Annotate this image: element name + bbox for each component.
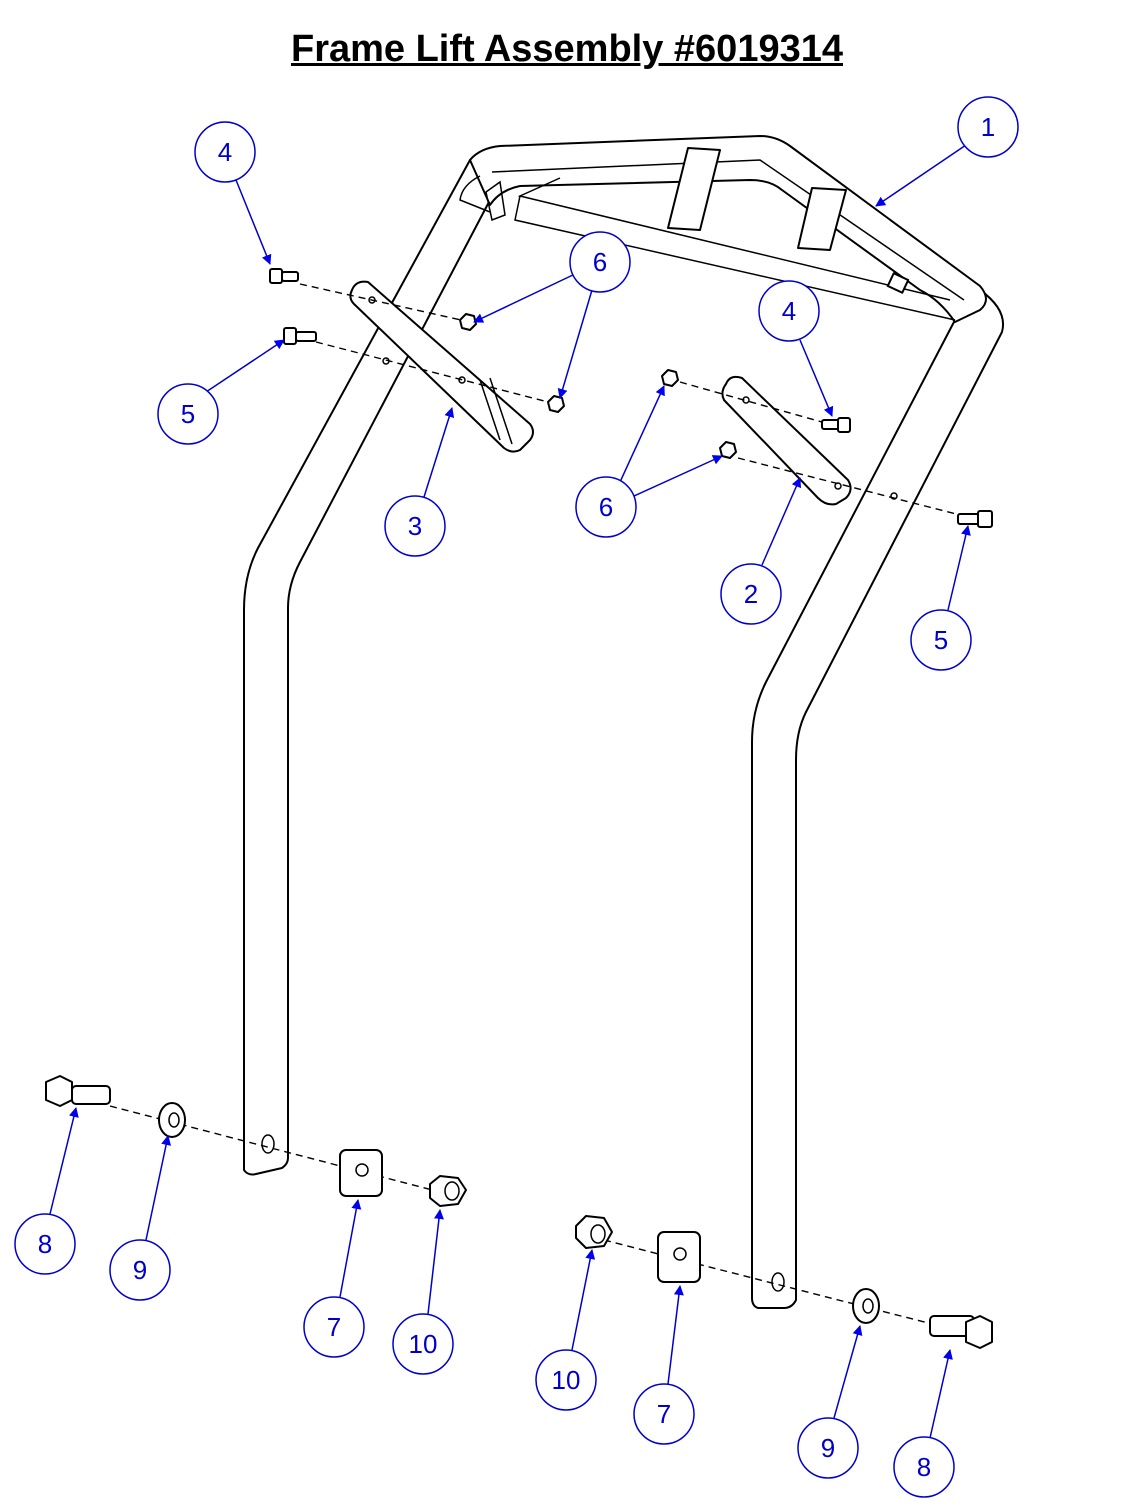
svg-text:6: 6 (593, 247, 607, 277)
callout-10-right: 10 (535, 1349, 597, 1411)
nut-small-3 (661, 369, 679, 387)
nut-small-1 (459, 313, 477, 331)
callout-7-left: 7 (303, 1296, 365, 1358)
callout-9-left: 9 (109, 1239, 171, 1301)
callout-2: 2 (720, 563, 782, 625)
locknut-right (575, 1215, 613, 1249)
svg-text:6: 6 (599, 492, 613, 522)
frame-top-rail (469, 135, 987, 323)
assembly-axes (109, 283, 961, 1327)
callout-5-left: 5 (157, 383, 219, 445)
svg-text:3: 3 (408, 511, 422, 541)
bolt-medium-right (957, 510, 993, 528)
washer-left (158, 1102, 186, 1138)
svg-text:4: 4 (218, 137, 232, 167)
svg-text:7: 7 (327, 1312, 341, 1342)
bolt-large-right (929, 1315, 993, 1349)
frame-right-leg (751, 289, 1004, 1309)
callout-5-right: 5 (910, 609, 972, 671)
locknut-left (429, 1175, 467, 1207)
washer-right (852, 1288, 880, 1324)
callout-9-right: 9 (797, 1417, 859, 1479)
bracket-left (349, 280, 534, 453)
svg-text:9: 9 (821, 1433, 835, 1463)
callout-8-right: 8 (893, 1436, 955, 1498)
callout-8-left: 8 (14, 1213, 76, 1275)
svg-text:4: 4 (782, 296, 796, 326)
svg-text:5: 5 (181, 399, 195, 429)
callout-4-left: 4 (194, 121, 256, 183)
nut-small-4 (719, 441, 737, 459)
bolt-small-right (821, 417, 851, 433)
frame-lift (243, 135, 1004, 1309)
callout-10-left: 10 (392, 1313, 454, 1375)
svg-text:9: 9 (133, 1255, 147, 1285)
bolt-small-left (269, 268, 299, 284)
callout-6-mid: 6 (575, 476, 637, 538)
callout-1: 1 (957, 96, 1019, 158)
bolt-medium-left (283, 327, 317, 345)
diagram-title: Frame Lift Assembly #6019314 (290, 28, 843, 70)
svg-text:2: 2 (744, 579, 758, 609)
svg-text:7: 7 (657, 1399, 671, 1429)
callout-6-top: 6 (569, 231, 631, 293)
spacer-plate-right (657, 1231, 701, 1283)
frame-brace-left (667, 147, 721, 231)
spacer-plate-left (339, 1149, 383, 1197)
svg-text:10: 10 (409, 1329, 438, 1359)
callouts: 1 4 6 5 3 4 (14, 96, 1019, 1498)
frame-brace-right (797, 187, 847, 251)
bracket-right (721, 375, 852, 506)
callout-3: 3 (384, 495, 446, 557)
svg-text:5: 5 (934, 625, 948, 655)
svg-text:8: 8 (917, 1452, 931, 1482)
frame-left-leg (243, 159, 491, 1176)
callout-7-right: 7 (633, 1383, 695, 1445)
callout-4-right: 4 (758, 280, 820, 342)
svg-text:1: 1 (981, 112, 995, 142)
bolt-large-left (45, 1075, 111, 1107)
svg-text:8: 8 (38, 1229, 52, 1259)
nut-small-2 (547, 395, 565, 413)
svg-text:10: 10 (552, 1365, 581, 1395)
